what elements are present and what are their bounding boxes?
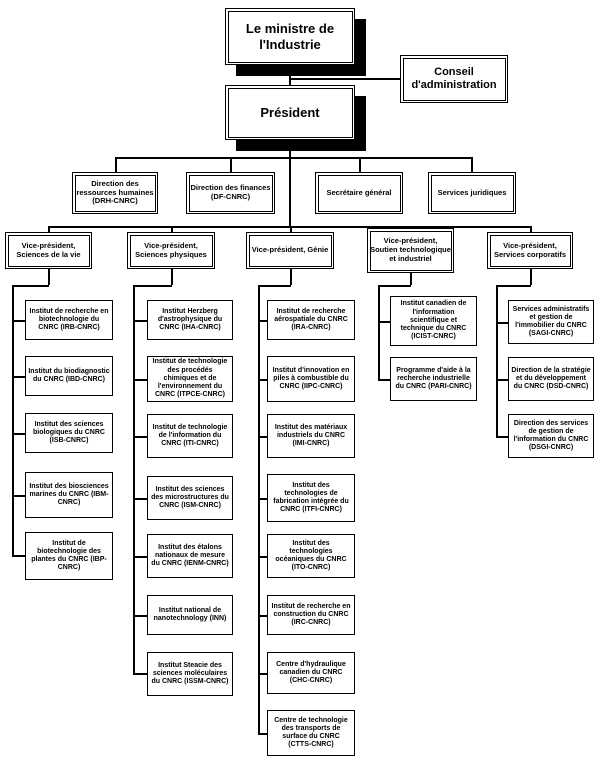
node-ienm: Institut des étalons nationaux de mesure… (147, 534, 233, 578)
connector (471, 157, 473, 172)
node-itfi: Institut des technologies de fabrication… (267, 474, 355, 522)
node-minister: Le ministre de l'Industrie (225, 8, 355, 65)
connector (12, 433, 25, 435)
connector (133, 285, 135, 674)
connector (289, 65, 291, 85)
node-df: Direction des finances (DF-CNRC) (186, 172, 275, 214)
connector (230, 157, 232, 172)
connector (378, 379, 390, 381)
connector (258, 436, 268, 438)
connector (133, 436, 147, 438)
connector (133, 615, 147, 617)
connector (258, 615, 268, 617)
node-secretary-general: Secrétaire général (315, 172, 403, 214)
node-iti: Institut de technologie de l'information… (147, 414, 233, 458)
node-inn: Institut national de nanotechnology (INN… (147, 595, 233, 635)
node-irc: Institut de recherche en construction du… (267, 595, 355, 635)
node-vp-corporate-services: Vice-président, Services corporatifs (487, 232, 573, 269)
node-ira: Institut de recherche aérospatiale du CN… (267, 300, 355, 340)
node-vp-physical-sciences: Vice-président, Sciences physiques (127, 232, 215, 269)
connector (115, 157, 472, 159)
connector (12, 320, 25, 322)
connector (171, 269, 173, 285)
node-dsd: Direction de la stratégie et du développ… (508, 357, 594, 401)
node-pari: Programme d'aide à la recherche industri… (390, 357, 477, 401)
connector (133, 320, 147, 322)
connector (12, 285, 49, 287)
connector (258, 379, 268, 381)
connector (258, 673, 268, 675)
connector (133, 285, 172, 287)
connector (290, 226, 292, 232)
node-chc: Centre d'hydraulique canadien du CNRC (C… (267, 652, 355, 694)
node-dsgi: Direction des services de gestion de l'i… (508, 414, 594, 458)
connector (290, 269, 292, 285)
connector (496, 379, 508, 381)
connector (496, 436, 508, 438)
connector (258, 285, 291, 287)
connector (359, 157, 361, 172)
connector (133, 379, 147, 381)
connector (133, 556, 147, 558)
node-ibm: Institut des biosciences marines du CNRC… (25, 472, 113, 518)
connector (48, 226, 50, 232)
connector (12, 495, 25, 497)
connector (133, 673, 147, 675)
node-ctts: Centre de technologie des transports de … (267, 710, 355, 756)
node-vp-life-sciences: Vice-président, Sciences de la vie (5, 232, 92, 269)
connector (258, 498, 268, 500)
connector (171, 226, 173, 232)
node-legal-services: Services juridiques (428, 172, 516, 214)
node-iha: Institut Herzberg d'astrophysique du CNR… (147, 300, 233, 340)
connector (496, 322, 508, 324)
node-itpce: Institut de technologie des procédés chi… (147, 356, 233, 402)
connector (378, 285, 380, 379)
node-iipc: Institut d'innovation en piles à combust… (267, 356, 355, 402)
node-imi: Institut des matériaux industriels du CN… (267, 414, 355, 458)
connector (258, 285, 260, 733)
node-ibd: Institut du biodiagnostic du CNRC (IBD-C… (25, 356, 113, 396)
connector (258, 733, 268, 735)
node-vp-tech-industry-support: Vice-président, Soutien technologique et… (367, 228, 454, 273)
connector (378, 285, 411, 287)
node-ibp: Institut de biotechnologie des plantes d… (25, 532, 113, 580)
node-ism: Institut des sciences des microstructure… (147, 476, 233, 520)
connector (12, 285, 14, 556)
connector (530, 226, 532, 232)
connector (133, 498, 147, 500)
connector (410, 273, 412, 285)
connector (530, 269, 532, 285)
node-drh: Direction des ressources humaines (DRH-C… (72, 172, 158, 214)
connector (496, 285, 498, 436)
node-sagi: Services administratifs et gestion de l'… (508, 300, 594, 344)
connector (378, 321, 390, 323)
connector (289, 140, 291, 226)
node-president: Président (225, 85, 355, 140)
connector (289, 78, 400, 80)
connector (258, 320, 268, 322)
node-icist: Institut canadien de l'information scien… (390, 296, 477, 346)
connector (12, 555, 25, 557)
connector (48, 269, 50, 285)
node-ito: Institut des technologies océaniques du … (267, 534, 355, 578)
connector (258, 556, 268, 558)
node-irb: Institut de recherche en biotechnologie … (25, 300, 113, 340)
connector (496, 285, 531, 287)
node-isb: Institut des sciences biologiques du CNR… (25, 413, 113, 453)
node-issm: Institut Steacie des sciences moléculair… (147, 652, 233, 696)
node-vp-engineering: Vice-président, Génie (246, 232, 334, 269)
connector (115, 157, 117, 172)
connector (12, 376, 25, 378)
connector (48, 226, 530, 228)
node-board: Conseil d'administration (400, 55, 508, 103)
